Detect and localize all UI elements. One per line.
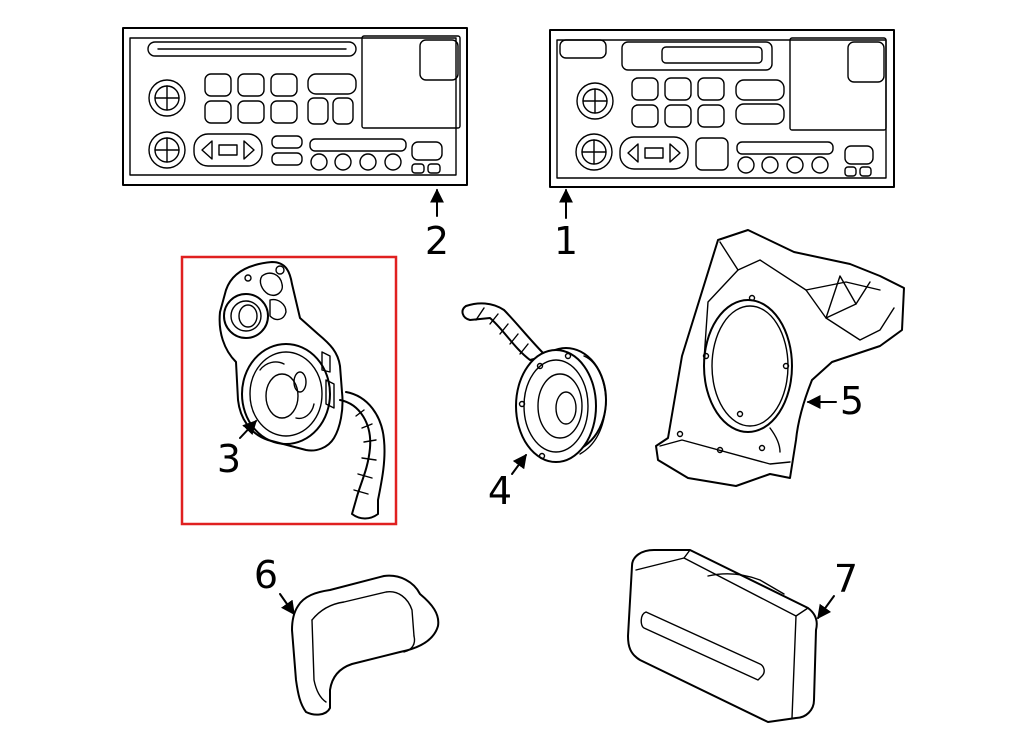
callout-arrows bbox=[239, 188, 837, 620]
highlight-box bbox=[180, 255, 398, 526]
speaker-enclosure[interactable] bbox=[655, 229, 905, 487]
callout-label-3: 3 bbox=[217, 437, 241, 481]
callout-label-1: 1 bbox=[554, 219, 578, 263]
radio-receiver-left[interactable] bbox=[122, 27, 468, 186]
callout-label-5: 5 bbox=[840, 379, 864, 423]
callout-label-4: 4 bbox=[488, 469, 512, 513]
callout-label-7: 7 bbox=[834, 557, 858, 601]
amplifier-module[interactable] bbox=[627, 549, 818, 723]
callout-label-2: 2 bbox=[425, 219, 449, 263]
radio-receiver-right[interactable] bbox=[549, 29, 895, 188]
front-speaker-bracket[interactable] bbox=[180, 255, 398, 526]
cover-panel[interactable] bbox=[291, 574, 440, 716]
callout-label-6: 6 bbox=[254, 553, 278, 597]
speaker[interactable] bbox=[461, 302, 607, 463]
